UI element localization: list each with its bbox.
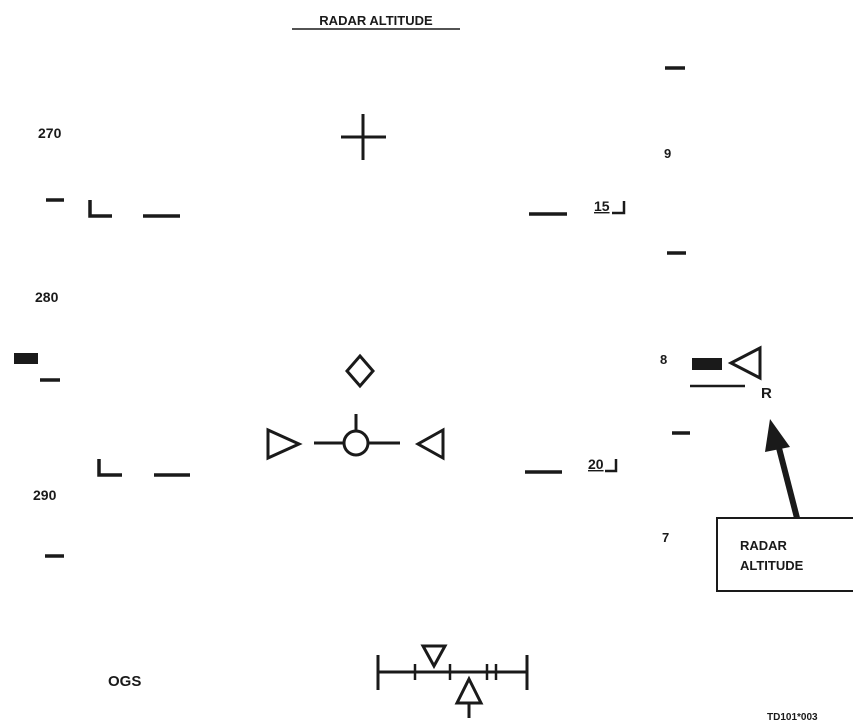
velocity-vector-icon [314, 414, 400, 457]
callout-line-1: RADAR [740, 538, 788, 553]
airspeed-label-280: 280 [35, 289, 59, 305]
altitude-caret-icon [727, 345, 762, 381]
lateral-pointer-down-icon [420, 644, 448, 670]
callout-box [716, 517, 853, 592]
callout-arrow [765, 419, 800, 519]
pitch-bar-left-corner [88, 200, 112, 218]
pitch-bar-right-corner [605, 459, 618, 473]
waterline-cross-icon [341, 114, 386, 160]
pitch-bar-left-corner [97, 459, 122, 477]
bracket-left-triangle-icon [266, 427, 303, 461]
altitude-scale: 9 8 R 7 [660, 66, 772, 545]
diagram-title: RADAR ALTITUDE [319, 13, 433, 28]
pitch-bar-right-corner [612, 201, 626, 215]
callout-line-2: ALTITUDE [740, 558, 804, 573]
lateral-pointer-up-icon [454, 675, 484, 705]
pitch-label-15: 15 [594, 198, 610, 214]
altitude-label-9: 9 [664, 146, 671, 161]
pitch-ladder-lower: 20 [97, 456, 618, 477]
altitude-pointer [692, 358, 722, 370]
lateral-scale [376, 655, 529, 690]
pitch-label-20: 20 [588, 456, 604, 472]
airspeed-pointer [14, 353, 38, 364]
altitude-label-7: 7 [662, 530, 669, 545]
airspeed-label-270: 270 [38, 125, 62, 141]
diamond-icon [345, 353, 375, 389]
altitude-label-8: 8 [660, 352, 667, 367]
airspeed-label-290: 290 [33, 487, 57, 503]
radar-altitude-marker: R [761, 385, 772, 402]
pitch-ladder-upper: 15 [88, 198, 626, 218]
bracket-right-triangle-icon [414, 427, 445, 461]
airspeed-scale: 270 280 290 [14, 125, 64, 558]
figure-id: TD101*003 [767, 712, 818, 723]
mode-text: OGS [108, 673, 141, 690]
